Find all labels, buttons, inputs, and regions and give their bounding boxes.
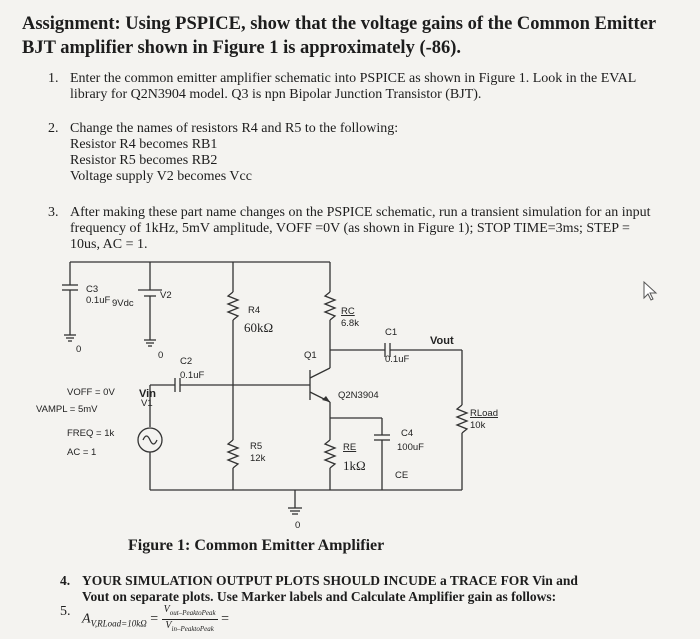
step-3-line-3: 10us, AC = 1. [70, 237, 148, 252]
numerator-symbol: V [163, 604, 170, 615]
numerator-subscript: out–PeaktoPeak [169, 609, 216, 617]
vin-label: Vin [139, 388, 156, 400]
c4-name: C4 [401, 428, 413, 439]
c2-name: C2 [180, 356, 192, 367]
rload-value: 10k [470, 420, 486, 431]
gain-formula: AV,RLoad=10kΩ = Vout–PeaktoPeak Vin–Peak… [82, 604, 229, 635]
step-3-line-1: After making these part name changes on … [70, 205, 651, 220]
step-2-number: 2. [48, 121, 59, 136]
gain-subscript: V,RLoad=10kΩ [90, 618, 147, 629]
r5-name: R5 [250, 441, 262, 452]
rc-value: 6.8k [341, 318, 359, 329]
q1-name: Q1 [304, 350, 317, 361]
formula-trailing-equals: = [221, 611, 230, 627]
r4-name: R4 [248, 305, 260, 316]
denominator-subscript: in–PeaktoPeak [171, 625, 214, 633]
c3-name: C3 [86, 284, 98, 295]
c2-value: 0.1uF [180, 370, 204, 381]
title-line-1: Assignment: Using PSPICE, show that the … [22, 14, 657, 34]
r5-value: 12k [250, 453, 266, 464]
gain-symbol: A [82, 611, 91, 627]
step-3-line-2: frequency of 1kHz, 5mV amplitude, VOFF =… [70, 221, 630, 236]
c3-value: 0.1uF [86, 295, 110, 306]
rc-name: RC [341, 306, 355, 317]
voff-param: VOFF = 0V [67, 387, 115, 398]
q1-model: Q2N3904 [338, 390, 379, 401]
ground-label-v2: 0 [158, 350, 163, 361]
title-line-2: BJT amplifier shown in Figure 1 is appro… [22, 38, 462, 58]
fraction-numerator: Vout–PeaktoPeak [161, 604, 218, 620]
figure-caption: Figure 1: Common Emitter Amplifier [128, 537, 385, 554]
v2-name: V2 [160, 290, 172, 301]
ground-label-bottom: 0 [295, 520, 300, 531]
mouse-cursor-icon [643, 280, 658, 301]
v1-name: V1 [141, 398, 153, 409]
step-2-line-1: Change the names of resistors R4 and R5 … [70, 121, 399, 136]
rload-name: RLoad [470, 408, 498, 419]
step-4-line-1: YOUR SIMULATION OUTPUT PLOTS SHOULD INCU… [82, 573, 578, 588]
step-3-number: 3. [48, 205, 59, 220]
ac-param: AC = 1 [67, 447, 96, 458]
denominator-symbol: V [165, 620, 172, 631]
r4-value: 60kΩ [244, 320, 273, 335]
assignment-title: Assignment: Using PSPICE, show that the … [22, 12, 692, 60]
ce-label: CE [395, 470, 408, 481]
step-1-line-2: library for Q2N3904 model. Q3 is npn Bip… [70, 87, 482, 102]
step-5-number: 5. [60, 604, 71, 619]
vampl-param: VAMPL = 5mV [36, 404, 98, 415]
v2-value: 9Vdc [112, 298, 134, 309]
gain-fraction: Vout–PeaktoPeak Vin–PeaktoPeak [161, 604, 218, 635]
formula-equals: = [150, 611, 159, 627]
c1-name: C1 [385, 327, 397, 338]
step-2-line-2: Resistor R4 becomes RB1 [70, 137, 218, 152]
freq-param: FREQ = 1k [67, 428, 114, 439]
step-4-number: 4. [60, 573, 71, 588]
c4-value: 100uF [397, 442, 424, 453]
step-1-number: 1. [48, 71, 59, 86]
vout-label: Vout [430, 335, 454, 347]
step-2-line-3: Resistor R5 becomes RB2 [70, 153, 218, 168]
re-value: 1kΩ [343, 458, 366, 473]
c1-value: 0.1uF [385, 354, 409, 365]
step-4-line-2: Vout on separate plots. Use Marker label… [82, 589, 557, 604]
step-1-line-1: Enter the common emitter amplifier schem… [70, 71, 637, 86]
fraction-denominator: Vin–PeaktoPeak [162, 620, 218, 635]
step-2-line-4: Voltage supply V2 becomes Vcc [70, 169, 252, 184]
re-name: RE [343, 442, 356, 453]
ground-label-left: 0 [76, 344, 81, 355]
